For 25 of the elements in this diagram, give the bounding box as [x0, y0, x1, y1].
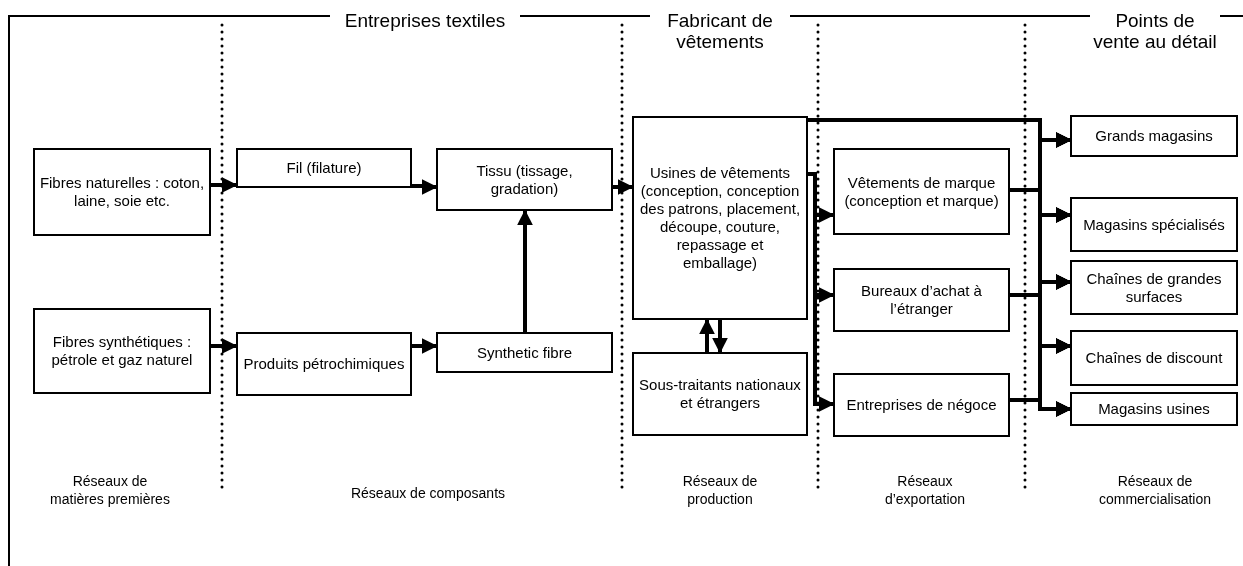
arrow — [699, 318, 715, 352]
arrow — [211, 177, 238, 193]
process-box: Produits pétrochimiques — [236, 332, 412, 396]
arrow — [712, 320, 728, 354]
arrow — [211, 338, 238, 354]
process-box: Magasins spécialisés — [1070, 197, 1238, 252]
process-box: Entreprises de négoce — [833, 373, 1010, 437]
arrow — [412, 179, 438, 195]
process-box: Usines de vêtements (conception, conception des patrons, placement, découpe, couture, repassage et emballage) — [632, 116, 808, 320]
process-box: Fibres naturelles : coton, laine, soie etc. — [33, 148, 211, 236]
arrow — [412, 338, 438, 354]
process-box: Fil (filature) — [236, 148, 412, 188]
column-footer: Réseaux de matières premières — [50, 472, 170, 508]
process-box: Fibres synthétiques : pétrole et gaz naturel — [33, 308, 211, 394]
arrow — [613, 179, 634, 195]
process-box: Grands magasins — [1070, 115, 1238, 157]
process-box: Vêtements de marque (conception et marque) — [833, 148, 1010, 235]
process-box: Tissu (tissage, gradation) — [436, 148, 613, 211]
process-box: Bureaux d’achat à l’étranger — [833, 268, 1010, 332]
process-box: Sous-traitants nationaux et étrangers — [632, 352, 808, 436]
process-box: Chaînes de discount — [1070, 330, 1238, 386]
process-box: Chaînes de grandes surfaces — [1070, 260, 1238, 315]
arrow — [517, 209, 533, 332]
process-box: Magasins usines — [1070, 392, 1238, 426]
process-box: Synthetic fibre — [436, 332, 613, 373]
